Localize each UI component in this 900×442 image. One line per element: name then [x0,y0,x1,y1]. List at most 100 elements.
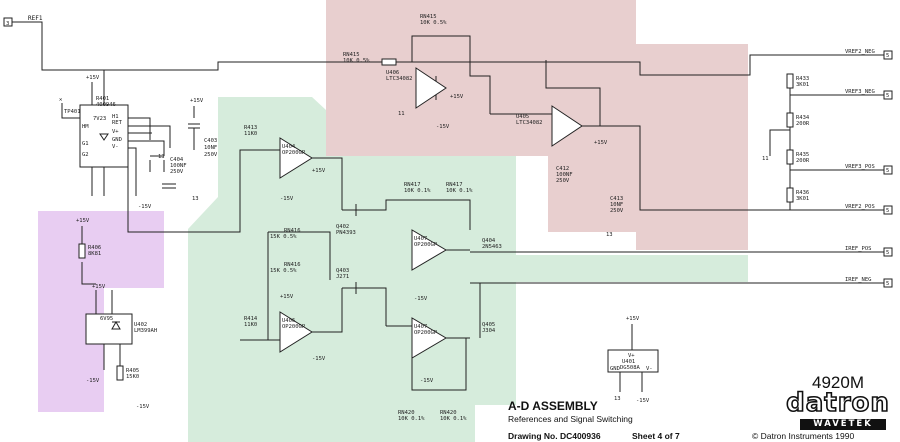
c403-supply: +15V [190,98,204,104]
u401b-mux [607,349,659,373]
rn420a-ref: RN420 [398,410,415,416]
rn420b-ref: RN420 [440,410,457,416]
drawing-title: A-D ASSEMBLY [508,399,598,413]
q403-ref: Q403 [336,268,349,274]
vref3-neg-label: VREF3_NEG [845,89,875,95]
q404-ref: Q404 [482,238,496,244]
r435-value: 200R [796,158,810,164]
r405-resistor [116,365,124,381]
r413-value: 11K0 [244,131,257,137]
zener-wires [81,226,121,370]
u401-part: 400946 [96,102,116,108]
c403-ref: C403 [204,138,217,144]
u406-pos: +15V [450,94,464,100]
c413-gnd: 13 [606,232,613,238]
iref-pos-pin: 5 [886,250,889,256]
u401-pin-vplus: V+ [112,129,119,135]
c412-value: 100NF [556,172,573,178]
r414-value: 11K0 [244,322,257,328]
drawing-subtitle: References and Signal Switching [508,414,633,424]
ref1-label: REF1 [28,15,43,22]
r413-ref: R413 [244,125,257,131]
q404-part: 2N5463 [482,244,502,250]
u407b-ref: U407 [414,324,427,330]
rn415-resistor [381,58,397,66]
u406b-neg: -15V [312,356,326,362]
region-reference-zener [38,211,164,412]
ladder-gnd: 11 [762,156,769,162]
iref-pos-label: IREF_POS [845,246,872,252]
u405-wires [490,60,790,211]
r436-resistor [786,187,794,203]
r433-value: 3K01 [796,82,809,88]
q405-part: J304 [482,328,496,334]
r435-resistor [786,149,794,165]
r436-value: 3K01 [796,196,809,202]
r414-ref: R414 [244,316,258,322]
rn415-ref: RN415 [343,52,360,58]
u407b-opamp [411,317,447,359]
rn415-value: 10K 0.5% [343,58,370,64]
copyright: © Datron Instruments 1990 [752,431,855,441]
rn415-top-ref: RN415 [420,14,437,20]
q402-ref: Q402 [336,224,349,230]
u401b-supply-neg: -15V [636,398,650,404]
tp401-label: TP401 [64,109,81,115]
u406-opamp [415,67,447,109]
u401-wires [61,70,171,196]
model-number: 4920M [812,373,864,392]
rn417b-value: 10K 0.1% [446,188,473,194]
fet-wires [342,199,471,326]
r406-value: 8K81 [88,251,101,257]
logo-wordmark: datron [785,387,890,419]
vref3-pos-label: VREF3_POS [845,164,875,170]
u405-opamp [551,105,583,147]
r405-supply-neg: -15V [136,404,150,410]
switching-output-wires [386,249,481,391]
switching-mid-wires [268,157,343,333]
c404-ref: C404 [170,157,184,163]
u402-ref: U402 [134,322,147,328]
u402-supply-pos: +15V [76,218,90,224]
u402-inner: 6V95 [100,316,113,322]
rn417a-ref: RN417 [404,182,421,188]
output-ports [883,50,893,288]
u401-vminus-wire [128,147,137,196]
r433-ref: R433 [796,76,809,82]
u406-part: LTC34082 [386,76,413,82]
r406-ref: R406 [88,245,101,251]
c403-gnd: 13 [192,196,199,202]
q405-ref: Q405 [482,322,495,328]
u402-zener-symbol [111,320,121,330]
u407b-part: OP200GP [414,330,438,336]
u401-zener-symbol [99,133,109,141]
r436-ref: R436 [796,190,809,196]
c412-ref: C412 [556,166,569,172]
u405-part: LTC34082 [516,120,543,126]
u404-pos: +15V [312,168,326,174]
u406b-ref: U406 [282,318,295,324]
u406-ref: U406 [386,70,399,76]
c413-volt: 250V [610,208,624,214]
ref1-port-pin: 3 [6,21,9,27]
r435-ref: R435 [796,152,809,158]
c404-symbol [149,155,176,189]
c404-value: 100NF [170,163,187,169]
vref3-neg-pin: 5 [886,93,889,99]
tp401-mark: ✕ [59,97,62,103]
u401-supply-neg: -15V [138,204,152,210]
u401-gnd-13: 13 [158,154,165,160]
u401b-gnd: 13 [614,396,621,402]
u401-pin-g1: G1 [82,141,89,147]
u406b-pos: +15V [280,294,294,300]
u404-opamp [279,137,313,179]
drawing-number: Drawing No. DC400936 [508,431,601,441]
r433-resistor [786,73,794,89]
u401-pin-vminus: V- [112,144,119,150]
logo-subbrand: WAVETEK [800,419,886,430]
u407-part: OP200GP [414,242,438,248]
u401-pin-gnd: GND [112,137,122,143]
r405-value: 15K0 [126,374,139,380]
datron-logo: datron WAVETEK [780,387,896,430]
